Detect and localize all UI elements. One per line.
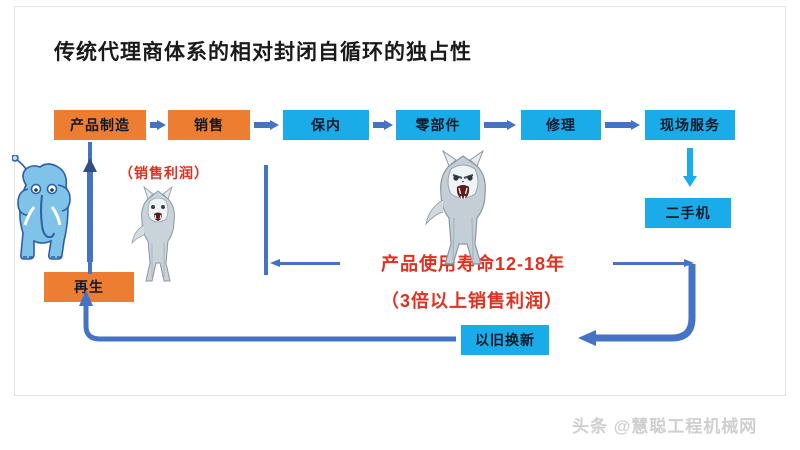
elephant-icon (12, 155, 71, 260)
flow-node-trade-in[interactable]: 以旧换新 (461, 325, 549, 355)
arrow-manufacture-to-sales (150, 120, 166, 130)
up-arrow-icon (83, 158, 97, 262)
flow-node-repair[interactable]: 修理 (521, 110, 601, 140)
arrow-feedback-left-mid (270, 259, 340, 268)
connector-warranty-drop-line (264, 165, 268, 275)
arrow-warranty-to-parts (373, 120, 393, 130)
flow-node-used-machine[interactable]: 二手机 (645, 198, 731, 228)
slide-frame (14, 6, 786, 396)
flow-node-manufacture[interactable]: 产品制造 (54, 110, 146, 140)
wolf-icon-left (131, 185, 175, 282)
flow-node-warranty[interactable]: 保内 (283, 110, 369, 140)
flow-node-label: 零部件 (415, 117, 461, 133)
arrow-parts-to-repair (484, 120, 517, 130)
flow-node-label: 再生 (74, 279, 104, 295)
flow-node-label: 二手机 (665, 205, 711, 221)
page-title: 传统代理商体系的相对封闭自循环的独占性 (54, 41, 472, 64)
flow-node-label: 以旧换新 (475, 332, 535, 348)
flow-node-label: 产品制造 (70, 117, 130, 133)
flow-node-label: 销售 (194, 117, 224, 133)
elbow-connector-trade-in-to-recycle (79, 290, 456, 342)
wolf-icon-center (425, 149, 486, 265)
flow-node-sales[interactable]: 销售 (168, 110, 250, 140)
arrow-repair-to-onsite (605, 120, 641, 130)
arrow-onsite-to-used-machine (683, 148, 697, 188)
arrow-sales-to-warranty (254, 120, 280, 130)
watermark: 头条 @慧聪工程机械网 (572, 417, 758, 436)
flow-node-parts[interactable]: 零部件 (396, 110, 480, 140)
arrow-to-right-elbow (613, 259, 695, 268)
flow-node-label: 保内 (311, 117, 341, 133)
annotation-profit-multiple: （3倍以上销售利润） (381, 291, 564, 311)
flow-node-label: 修理 (546, 117, 576, 133)
annotation-sales-profit: （销售利润） (119, 165, 209, 181)
flow-node-label: 现场服务 (660, 117, 720, 133)
flow-node-onsite-service[interactable]: 现场服务 (645, 110, 735, 140)
elbow-connector-used-to-trade-in (578, 264, 696, 346)
